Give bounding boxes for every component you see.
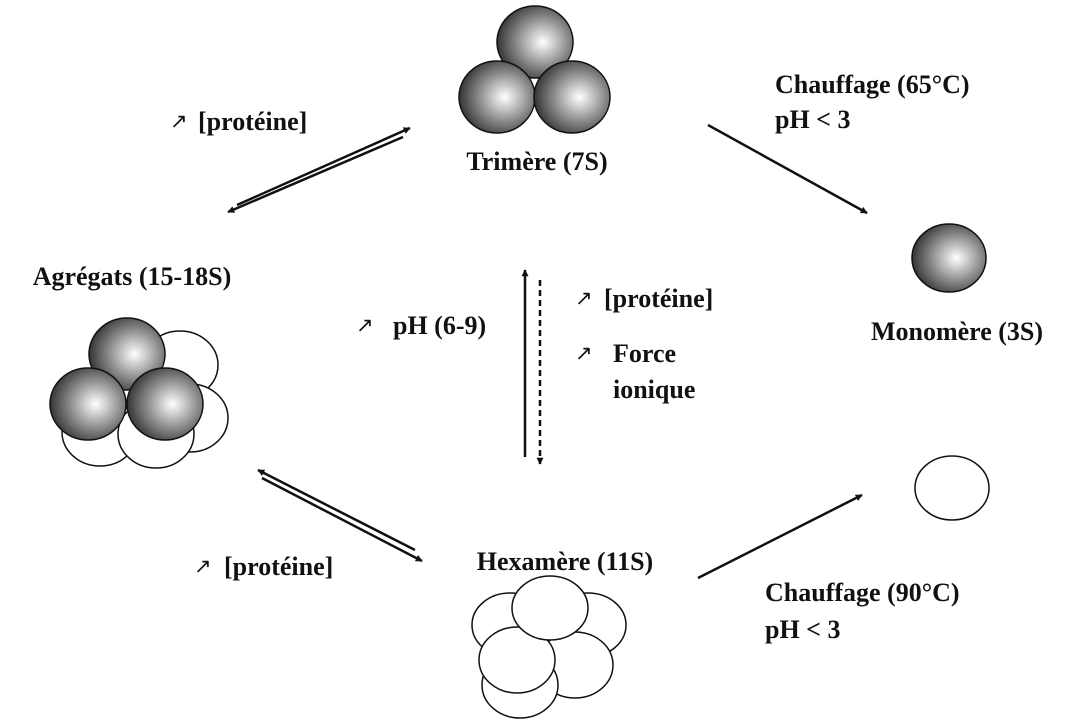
increase-symbol: ↗ bbox=[356, 313, 374, 337]
hexamer-sphere bbox=[511, 575, 589, 641]
trimer-sphere-top bbox=[496, 5, 574, 79]
hexamer-label: Hexamère (11S) bbox=[477, 547, 653, 576]
arrow-aggregates-to-hexamer bbox=[261, 476, 423, 563]
condition-protein-aggregates-hexamer: [protéine] bbox=[224, 552, 333, 581]
arrow-hexamer-to-denatured-monomer bbox=[697, 493, 863, 580]
aggregate-dark-sphere bbox=[126, 367, 204, 441]
condition-ph-lt3-top: pH < 3 bbox=[775, 105, 851, 134]
trimer-label: Trimère (7S) bbox=[466, 147, 607, 176]
arrow-trimer-to-aggregates bbox=[227, 135, 404, 214]
increase-symbol: ↗ bbox=[170, 109, 188, 133]
arrow-hexamer-to-aggregates bbox=[257, 468, 416, 552]
condition-ionic-strength-line1: Force bbox=[613, 339, 676, 368]
monomer-sphere bbox=[911, 223, 987, 293]
monomer-label: Monomère (3S) bbox=[871, 317, 1043, 346]
condition-ionic-strength-line2: ionique bbox=[613, 375, 695, 404]
hexamer-sphere-cluster bbox=[471, 575, 627, 719]
denatured-monomer-sphere bbox=[914, 455, 990, 521]
increase-symbol: ↗ bbox=[575, 286, 593, 310]
aggregates-label: Agrégats (15-18S) bbox=[33, 262, 232, 291]
condition-ph-6-9: pH (6-9) bbox=[393, 311, 486, 340]
condition-protein-trimer-aggregates: [protéine] bbox=[198, 107, 307, 136]
condition-heat-90: Chauffage (90°C) bbox=[765, 578, 960, 607]
arrow-trimer-to-monomer bbox=[707, 123, 868, 215]
trimer-sphere-cluster bbox=[458, 5, 611, 134]
trimer-sphere-right bbox=[533, 60, 611, 134]
aggregates-sphere-cluster bbox=[49, 317, 229, 469]
arrow-aggregates-to-trimer bbox=[236, 126, 411, 207]
hexamer-sphere bbox=[478, 626, 556, 694]
aggregate-dark-sphere bbox=[49, 367, 127, 441]
trimer-sphere-left bbox=[458, 60, 536, 134]
condition-protein-hexamer-trimer: [protéine] bbox=[604, 284, 713, 313]
condition-heat-65: Chauffage (65°C) bbox=[775, 70, 970, 99]
increase-symbol: ↗ bbox=[194, 554, 212, 578]
increase-symbol: ↗ bbox=[575, 341, 593, 365]
condition-ph-lt3-bottom: pH < 3 bbox=[765, 615, 841, 644]
